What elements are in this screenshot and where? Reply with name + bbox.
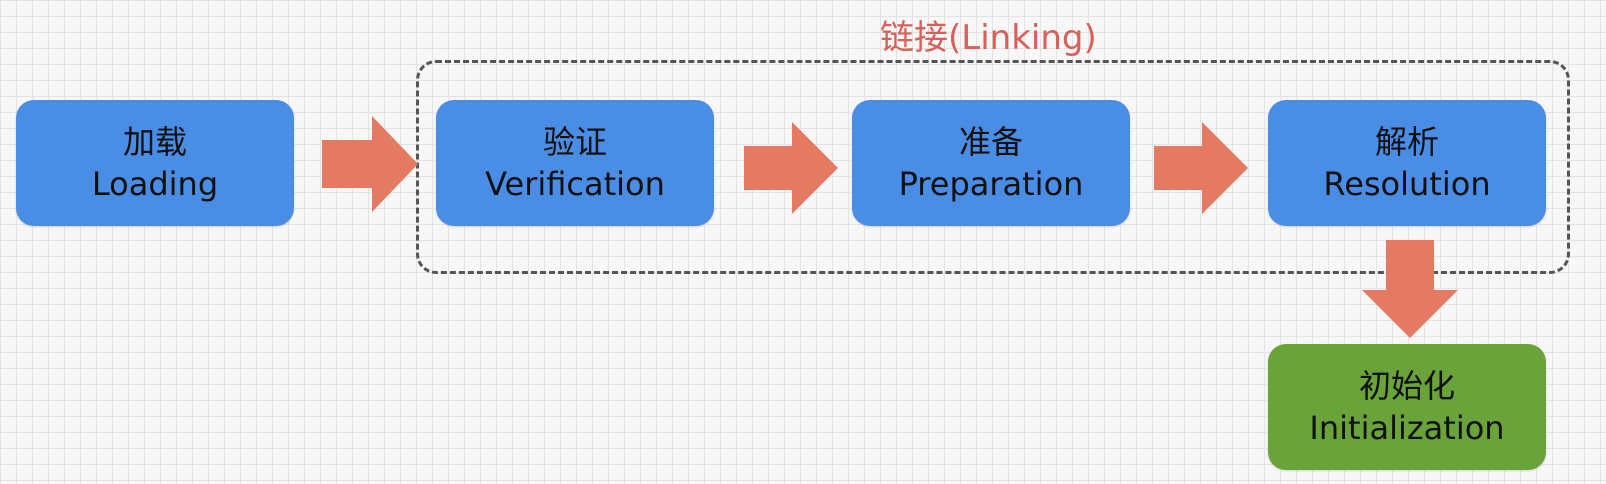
stage-loading-zh: 加载 bbox=[122, 123, 187, 161]
linking-group-frame bbox=[416, 60, 1570, 274]
stage-initialization: 初始化 Initialization bbox=[1268, 344, 1546, 470]
linking-group-title: 链接(Linking) bbox=[880, 18, 1097, 58]
stage-resolution: 解析 Resolution bbox=[1268, 100, 1546, 226]
stage-preparation-en: Preparation bbox=[898, 165, 1084, 203]
stage-preparation-zh: 准备 bbox=[958, 123, 1023, 161]
stage-initialization-zh: 初始化 bbox=[1358, 367, 1455, 405]
arrow-right-icon bbox=[1154, 122, 1248, 214]
stage-loading-en: Loading bbox=[91, 165, 219, 203]
stage-verification-zh: 验证 bbox=[542, 123, 607, 161]
stage-initialization-en: Initialization bbox=[1309, 409, 1505, 447]
arrow-right-icon bbox=[744, 122, 838, 214]
stage-verification-en: Verification bbox=[485, 165, 665, 203]
stage-resolution-en: Resolution bbox=[1323, 165, 1491, 203]
arrow-right-icon bbox=[322, 116, 418, 212]
stage-verification: 验证 Verification bbox=[436, 100, 714, 226]
stage-resolution-zh: 解析 bbox=[1374, 123, 1439, 161]
stage-preparation: 准备 Preparation bbox=[852, 100, 1130, 226]
arrow-down-icon bbox=[1362, 240, 1458, 338]
stage-loading: 加载 Loading bbox=[16, 100, 294, 226]
